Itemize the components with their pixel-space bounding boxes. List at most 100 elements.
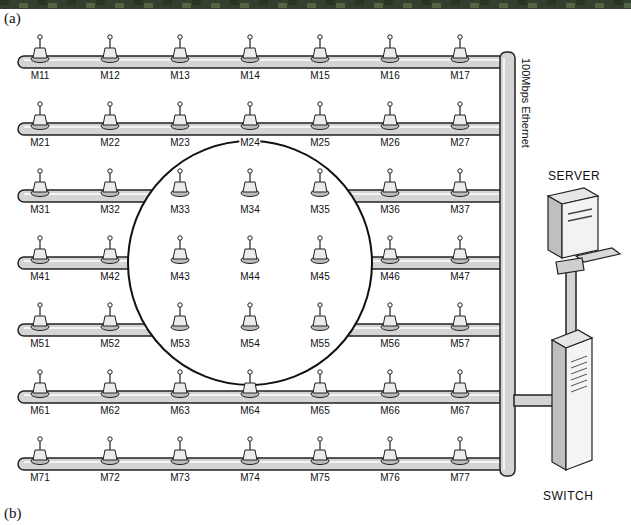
mote-label: M15 (309, 70, 330, 81)
photo-texture (230, 0, 239, 5)
mote-label: M46 (379, 271, 400, 282)
mote-antenna (319, 106, 320, 115)
photo-texture (67, 0, 76, 5)
antenna-tip (178, 102, 182, 106)
mote-antenna (389, 106, 390, 115)
photo-texture (480, 0, 489, 5)
mote-antenna (109, 374, 110, 383)
mote-label: M74 (239, 472, 260, 483)
mote-body (453, 182, 467, 192)
mote-antenna (39, 307, 40, 316)
mote-antenna (389, 441, 390, 450)
antenna-tip (178, 303, 182, 307)
photo-texture (451, 0, 460, 5)
photo-texture (144, 3, 153, 8)
switch-front (566, 338, 592, 470)
mote-antenna (39, 106, 40, 115)
antenna-tip (248, 303, 252, 307)
mote-antenna (249, 173, 250, 182)
antenna-tip (38, 35, 42, 39)
antenna-tip (388, 437, 392, 441)
mote-label: M65 (309, 405, 330, 416)
antenna-tip (388, 35, 392, 39)
mote-antenna (249, 441, 250, 450)
server-link-pipe (566, 268, 576, 338)
antenna-tip (458, 102, 462, 106)
photo-texture (374, 3, 383, 8)
mote-label: M55 (309, 338, 330, 349)
mote-label: M56 (379, 338, 400, 349)
server-drive (568, 209, 592, 214)
photo-texture (499, 3, 508, 8)
photo-texture (384, 0, 393, 5)
switch-port (571, 374, 587, 380)
mote-body (173, 316, 187, 326)
ethernet-pipe (18, 458, 512, 470)
switch-port (571, 380, 587, 386)
mote-antenna (389, 240, 390, 249)
mote-label: M37 (449, 204, 470, 215)
pipe-highlight (24, 59, 506, 61)
switch-side (552, 340, 566, 470)
photo-texture (403, 3, 412, 8)
mote-body (453, 383, 467, 393)
photo-texture (547, 0, 556, 5)
photo-texture (576, 0, 585, 5)
antenna-tip (248, 236, 252, 240)
mote-antenna (179, 39, 180, 48)
antenna-tip (38, 370, 42, 374)
antenna-tip (318, 370, 322, 374)
pipe-highlight (503, 58, 505, 470)
mote-label: M72 (99, 472, 120, 483)
mote-body (33, 383, 47, 393)
antenna-tip (388, 169, 392, 173)
mote-label: M61 (29, 405, 50, 416)
mote-antenna (389, 307, 390, 316)
mote-body (383, 48, 397, 58)
mote-body (173, 115, 187, 125)
photo-texture (518, 0, 527, 5)
mote-antenna (249, 307, 250, 316)
mote-body (313, 249, 327, 259)
antenna-tip (458, 236, 462, 240)
server-base (556, 258, 584, 274)
mote-label: M44 (239, 271, 260, 282)
mote-antenna (389, 39, 390, 48)
photo-texture (566, 3, 575, 8)
mote-antenna (179, 240, 180, 249)
mote-body (453, 48, 467, 58)
mote-antenna (109, 106, 110, 115)
mote-antenna (319, 374, 320, 383)
switch-port (571, 362, 587, 368)
antenna-tip (248, 437, 252, 441)
ethernet-pipe (18, 123, 512, 135)
antenna-tip (248, 370, 252, 374)
mote-body (173, 249, 187, 259)
switch-link-pipe (514, 395, 554, 406)
mote-label: M77 (449, 472, 470, 483)
mote-label: M42 (99, 271, 120, 282)
mote-label: M66 (379, 405, 400, 416)
mote-antenna (109, 441, 110, 450)
mote-body (313, 48, 327, 58)
photo-texture (422, 0, 431, 5)
switch-port (571, 356, 587, 362)
antenna-tip (458, 303, 462, 307)
mote-body (33, 316, 47, 326)
mote-antenna (389, 374, 390, 383)
mote-label: M27 (449, 137, 470, 148)
server-drive (568, 216, 592, 221)
pipe-highlight (24, 461, 506, 463)
region-circle (128, 141, 372, 385)
device-label: SERVER (548, 170, 600, 183)
mote-body (383, 316, 397, 326)
antenna-tip (38, 169, 42, 173)
antenna-tip (108, 236, 112, 240)
mote-label: M54 (239, 338, 260, 349)
mote-body (243, 182, 257, 192)
server-front (562, 196, 598, 258)
mote-antenna (109, 39, 110, 48)
mote-body (173, 450, 187, 460)
antenna-tip (318, 303, 322, 307)
mote-antenna (319, 39, 320, 48)
